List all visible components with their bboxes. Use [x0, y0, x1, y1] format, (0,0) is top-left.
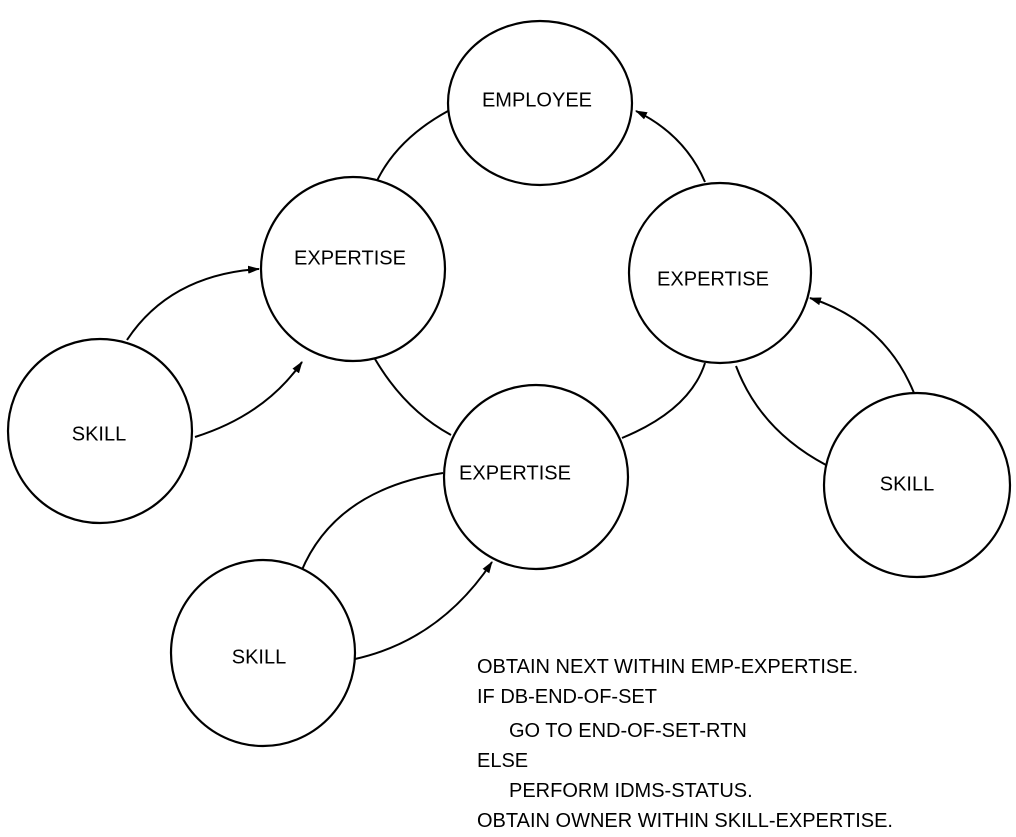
node-skill-left: SKILL [6, 337, 194, 525]
link-employee-expertise-left [374, 110, 449, 186]
node-skill-right: SKILL [822, 391, 1012, 579]
arrow-expertise-right-to-employee [635, 110, 706, 183]
arrow-skill-right-to-expertise-right [809, 297, 915, 394]
arrow-skill-bottom-to-expertise-bottom [354, 561, 493, 660]
node-label: EXPERTISE [657, 268, 769, 290]
node-expertise-bottom: EXPERTISE [442, 383, 630, 571]
node-label: EMPLOYEE [482, 89, 592, 111]
link-skill-left-expertise-left-upper [126, 265, 260, 341]
code-line: PERFORM IDMS-STATUS. [509, 780, 753, 802]
node-label: SKILL [232, 646, 286, 668]
node-label: SKILL [72, 423, 126, 445]
code-line: ELSE [477, 750, 528, 772]
node-expertise-right: EXPERTISE [627, 181, 813, 365]
node-skill-bottom: SKILL [169, 558, 357, 748]
link-skill-right-expertise-right [735, 365, 827, 466]
node-employee: EMPLOYEE [446, 19, 634, 187]
code-block: OBTAIN NEXT WITHIN EMP-EXPERTISE. IF DB-… [477, 656, 893, 832]
arrow-skill-left-to-expertise-left [194, 361, 303, 438]
code-line: OBTAIN NEXT WITHIN EMP-EXPERTISE. [477, 656, 858, 678]
node-expertise-left: EXPERTISE [259, 175, 447, 363]
node-label: EXPERTISE [459, 462, 571, 484]
link-expertise-left-expertise-bottom [374, 358, 452, 436]
node-label: EXPERTISE [294, 247, 406, 269]
code-line: GO TO END-OF-SET-RTN [509, 720, 747, 742]
code-line: IF DB-END-OF-SET [477, 686, 657, 708]
node-label: SKILL [880, 473, 934, 495]
link-skill-bottom-expertise-bottom [300, 472, 444, 573]
code-line: OBTAIN OWNER WITHIN SKILL-EXPERTISE. [477, 810, 893, 832]
link-expertise-bottom-expertise-right [621, 362, 706, 439]
